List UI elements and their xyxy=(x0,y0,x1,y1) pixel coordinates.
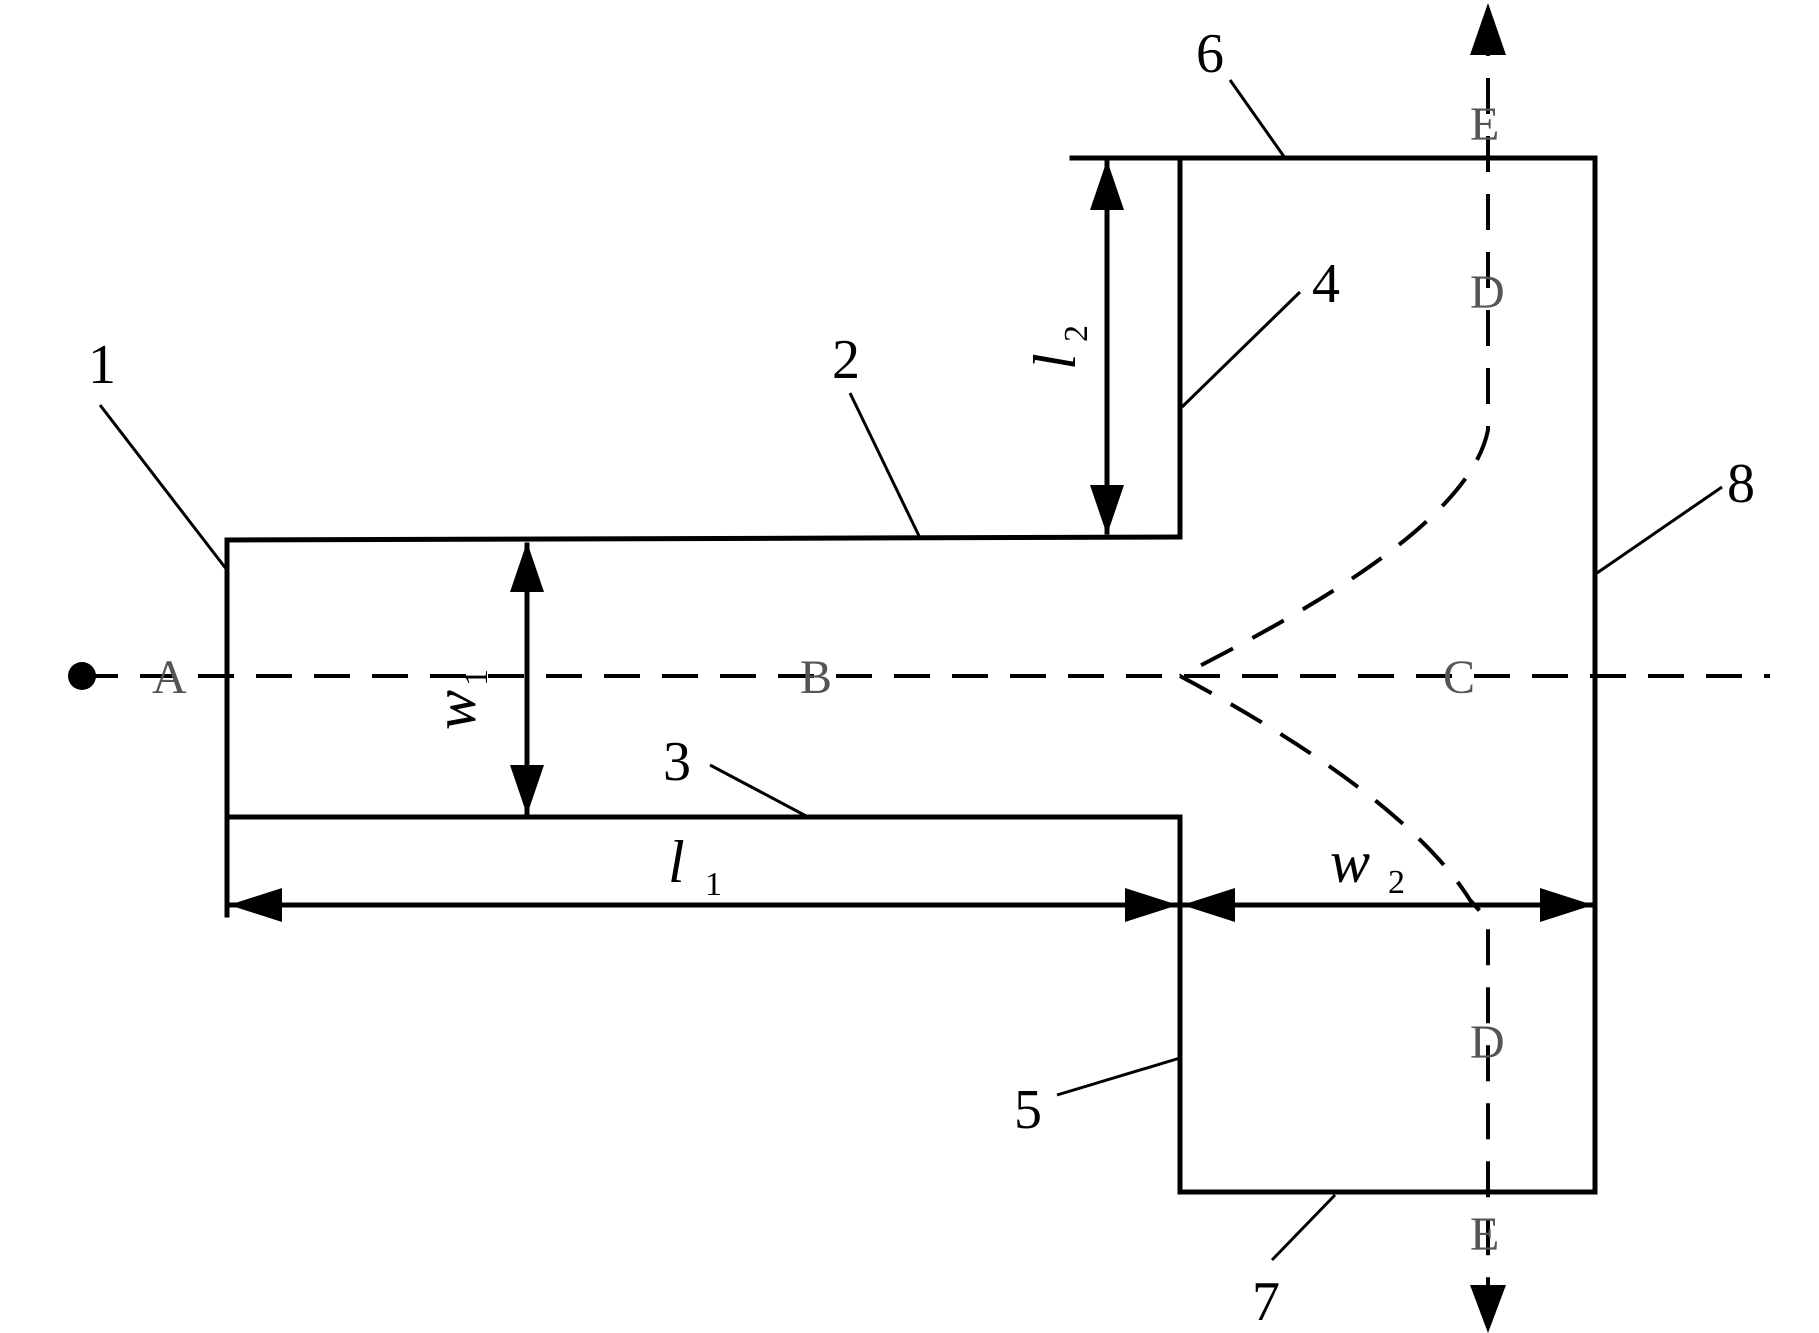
l1-label: l 1 xyxy=(668,829,722,903)
l2-arrow-top xyxy=(1090,160,1124,210)
point-label-e-bottom: E xyxy=(1470,1208,1499,1261)
point-label-e-top: E xyxy=(1470,98,1499,151)
w2-arrow-left xyxy=(1182,888,1235,922)
leader-1 xyxy=(98,404,229,571)
dimension-arrows xyxy=(229,160,1593,922)
leader-4 xyxy=(1180,290,1302,409)
svg-text:2: 2 xyxy=(1058,325,1095,342)
svg-text:w: w xyxy=(1330,829,1370,895)
number-labels: 1 2 3 4 5 6 7 8 xyxy=(88,23,1755,1333)
lower-flow-path xyxy=(1179,674,1490,1300)
point-label-d-top: D xyxy=(1470,266,1505,319)
w1-arrow-bottom xyxy=(510,765,544,815)
w1-arrow-top xyxy=(510,542,544,592)
channel-outline xyxy=(224,155,1598,1195)
point-label-c: C xyxy=(1443,651,1475,704)
upper-main-wall xyxy=(224,534,1183,543)
label-4: 4 xyxy=(1312,253,1340,315)
leader-lines xyxy=(98,79,1723,1262)
source-point xyxy=(68,662,96,690)
label-6: 6 xyxy=(1196,23,1224,85)
l2-arrow-bottom xyxy=(1090,485,1124,535)
point-labels: A B C D D E E xyxy=(152,98,1505,1261)
leader-8 xyxy=(1596,485,1723,575)
label-7: 7 xyxy=(1252,1271,1280,1333)
label-2: 2 xyxy=(832,329,860,391)
top-arrowhead xyxy=(1470,3,1506,55)
dimension-symbols: l 1 w 2 w 1 l 2 xyxy=(422,325,1405,903)
svg-text:1: 1 xyxy=(705,866,722,903)
point-label-b: B xyxy=(800,651,832,704)
label-3: 3 xyxy=(663,731,691,793)
l1-arrow-left xyxy=(229,888,282,922)
svg-text:l: l xyxy=(668,829,685,895)
leader-6 xyxy=(1228,79,1287,159)
svg-text:2: 2 xyxy=(1388,864,1405,901)
leader-3 xyxy=(709,763,809,819)
upper-flow-path xyxy=(1179,20,1490,678)
l1-arrow-right xyxy=(1125,888,1178,922)
w2-label: w 2 xyxy=(1330,829,1405,901)
bottom-arrowhead xyxy=(1470,1285,1506,1333)
flow-paths xyxy=(68,3,1770,1333)
label-1: 1 xyxy=(88,334,116,396)
point-label-d-bottom: D xyxy=(1470,1016,1505,1069)
leader-2 xyxy=(848,392,922,539)
leader-7 xyxy=(1270,1193,1337,1262)
l2-label: l 2 xyxy=(1022,325,1095,370)
w1-label: w 1 xyxy=(422,669,495,730)
label-5: 5 xyxy=(1014,1079,1042,1141)
svg-text:w: w xyxy=(422,690,488,730)
point-label-a: A xyxy=(152,651,187,704)
w2-arrow-right xyxy=(1540,888,1593,922)
leader-5 xyxy=(1056,1056,1181,1097)
svg-text:l: l xyxy=(1022,353,1088,370)
svg-text:1: 1 xyxy=(458,669,495,686)
label-8: 8 xyxy=(1727,453,1755,515)
